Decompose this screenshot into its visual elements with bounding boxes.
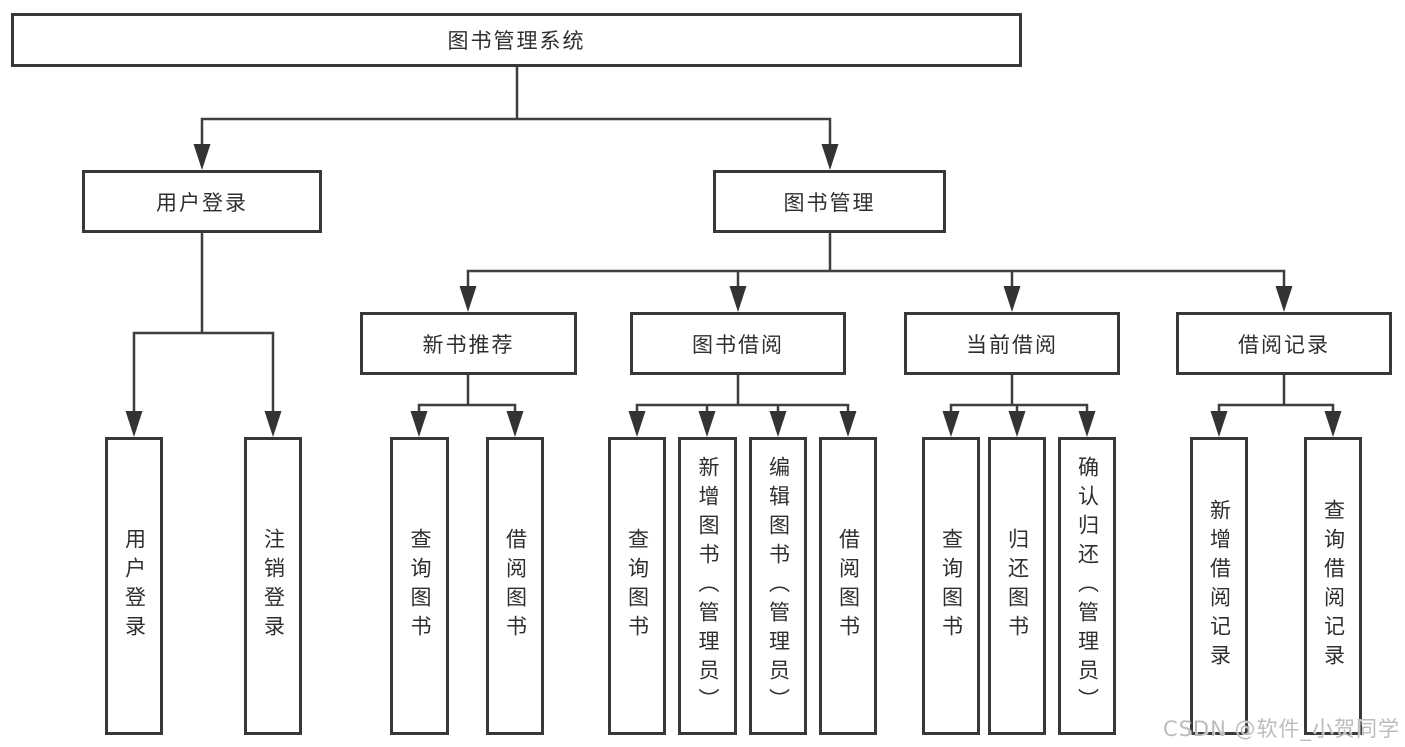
arrow-down-icon <box>459 286 477 312</box>
leaf-query-books-recommend-label: 查询图书 <box>408 528 432 644</box>
node-current-borrow-label: 当前借阅 <box>966 332 1058 357</box>
leaf-edit-books-admin-label: 编辑图书（管理员） <box>766 455 791 717</box>
arrow-down-icon <box>1008 411 1026 437</box>
node-user-login: 用户登录 <box>82 170 322 233</box>
leaf-query-books-recommend: 查询图书 <box>390 437 449 735</box>
leaf-return-books-label: 归还图书 <box>1005 528 1030 644</box>
arrow-down-icon <box>1275 286 1293 312</box>
leaf-user-login: 用户登录 <box>105 437 163 735</box>
leaf-borrow-books-recommend: 借阅图书 <box>486 437 544 735</box>
arrow-down-icon <box>125 411 143 437</box>
connector-bookborrow-to-leaves <box>635 373 850 416</box>
node-borrow-records-label: 借阅记录 <box>1238 332 1330 357</box>
arrow-down-icon <box>1210 411 1228 437</box>
arrow-down-icon <box>942 411 960 437</box>
connector-root-to-level2 <box>200 65 832 150</box>
node-root: 图书管理系统 <box>11 13 1022 67</box>
node-book-borrow: 图书借阅 <box>630 312 846 375</box>
leaf-query-books-current-label: 查询图书 <box>939 528 964 644</box>
leaf-add-borrow-record: 新增借阅记录 <box>1190 437 1248 735</box>
leaf-add-books-admin-label: 新增图书（管理员） <box>696 455 720 717</box>
leaf-user-login-label: 用户登录 <box>122 528 147 644</box>
leaf-query-books-borrow: 查询图书 <box>608 437 666 735</box>
arrow-down-icon <box>729 286 747 312</box>
csdn-watermark: CSDN @软件_小贺同学 <box>1162 717 1400 741</box>
leaf-borrow-books-recommend-label: 借阅图书 <box>503 528 528 644</box>
arrowhead-group <box>125 144 1342 437</box>
connector-userlogin-to-leaves <box>132 231 275 416</box>
arrow-down-icon <box>410 411 428 437</box>
leaf-query-books-current: 查询图书 <box>922 437 980 735</box>
connector-bookmgmt-to-level3 <box>466 231 1286 291</box>
node-book-management-label: 图书管理 <box>783 190 876 215</box>
node-user-login-label: 用户登录 <box>156 190 248 215</box>
arrow-down-icon <box>698 411 716 437</box>
node-book-borrow-label: 图书借阅 <box>692 332 784 357</box>
leaf-borrow-books-label: 借阅图书 <box>836 528 861 644</box>
arrow-down-icon <box>264 411 282 437</box>
node-new-book-recommend: 新书推荐 <box>360 312 577 375</box>
leaf-edit-books-admin: 编辑图书（管理员） <box>749 437 807 735</box>
arrow-down-icon <box>1078 411 1096 437</box>
arrow-down-icon <box>193 144 211 170</box>
node-root-label: 图书管理系统 <box>447 29 586 53</box>
leaf-query-borrow-record: 查询借阅记录 <box>1304 437 1362 735</box>
leaf-confirm-return-admin-label: 确认归还（管理员） <box>1075 455 1100 717</box>
arrow-down-icon <box>1324 411 1342 437</box>
arrow-down-icon <box>769 411 787 437</box>
arrow-down-icon <box>628 411 646 437</box>
connector-records-to-leaves <box>1217 373 1335 416</box>
node-book-management: 图书管理 <box>713 170 946 233</box>
leaf-query-borrow-record-label: 查询借阅记录 <box>1321 499 1346 673</box>
leaf-borrow-books: 借阅图书 <box>819 437 877 735</box>
node-borrow-records: 借阅记录 <box>1176 312 1392 375</box>
arrow-down-icon <box>821 144 839 170</box>
node-current-borrow: 当前借阅 <box>904 312 1120 375</box>
leaf-add-books-admin: 新增图书（管理员） <box>678 437 737 735</box>
leaf-logout-label: 注销登录 <box>261 528 286 644</box>
leaf-add-borrow-record-label: 新增借阅记录 <box>1207 499 1232 673</box>
connector-newbook-to-leaves <box>417 373 517 416</box>
node-new-book-recommend-label: 新书推荐 <box>422 332 515 357</box>
arrow-down-icon <box>1003 286 1021 312</box>
connector-line-group <box>132 65 1335 416</box>
arrow-down-icon <box>839 411 857 437</box>
connector-currentborrow-to-leaves <box>949 373 1089 416</box>
leaf-logout: 注销登录 <box>244 437 302 735</box>
leaf-return-books: 归还图书 <box>988 437 1046 735</box>
arrow-down-icon <box>506 411 524 437</box>
leaf-confirm-return-admin: 确认归还（管理员） <box>1058 437 1116 735</box>
leaf-query-books-borrow-label: 查询图书 <box>625 528 650 644</box>
